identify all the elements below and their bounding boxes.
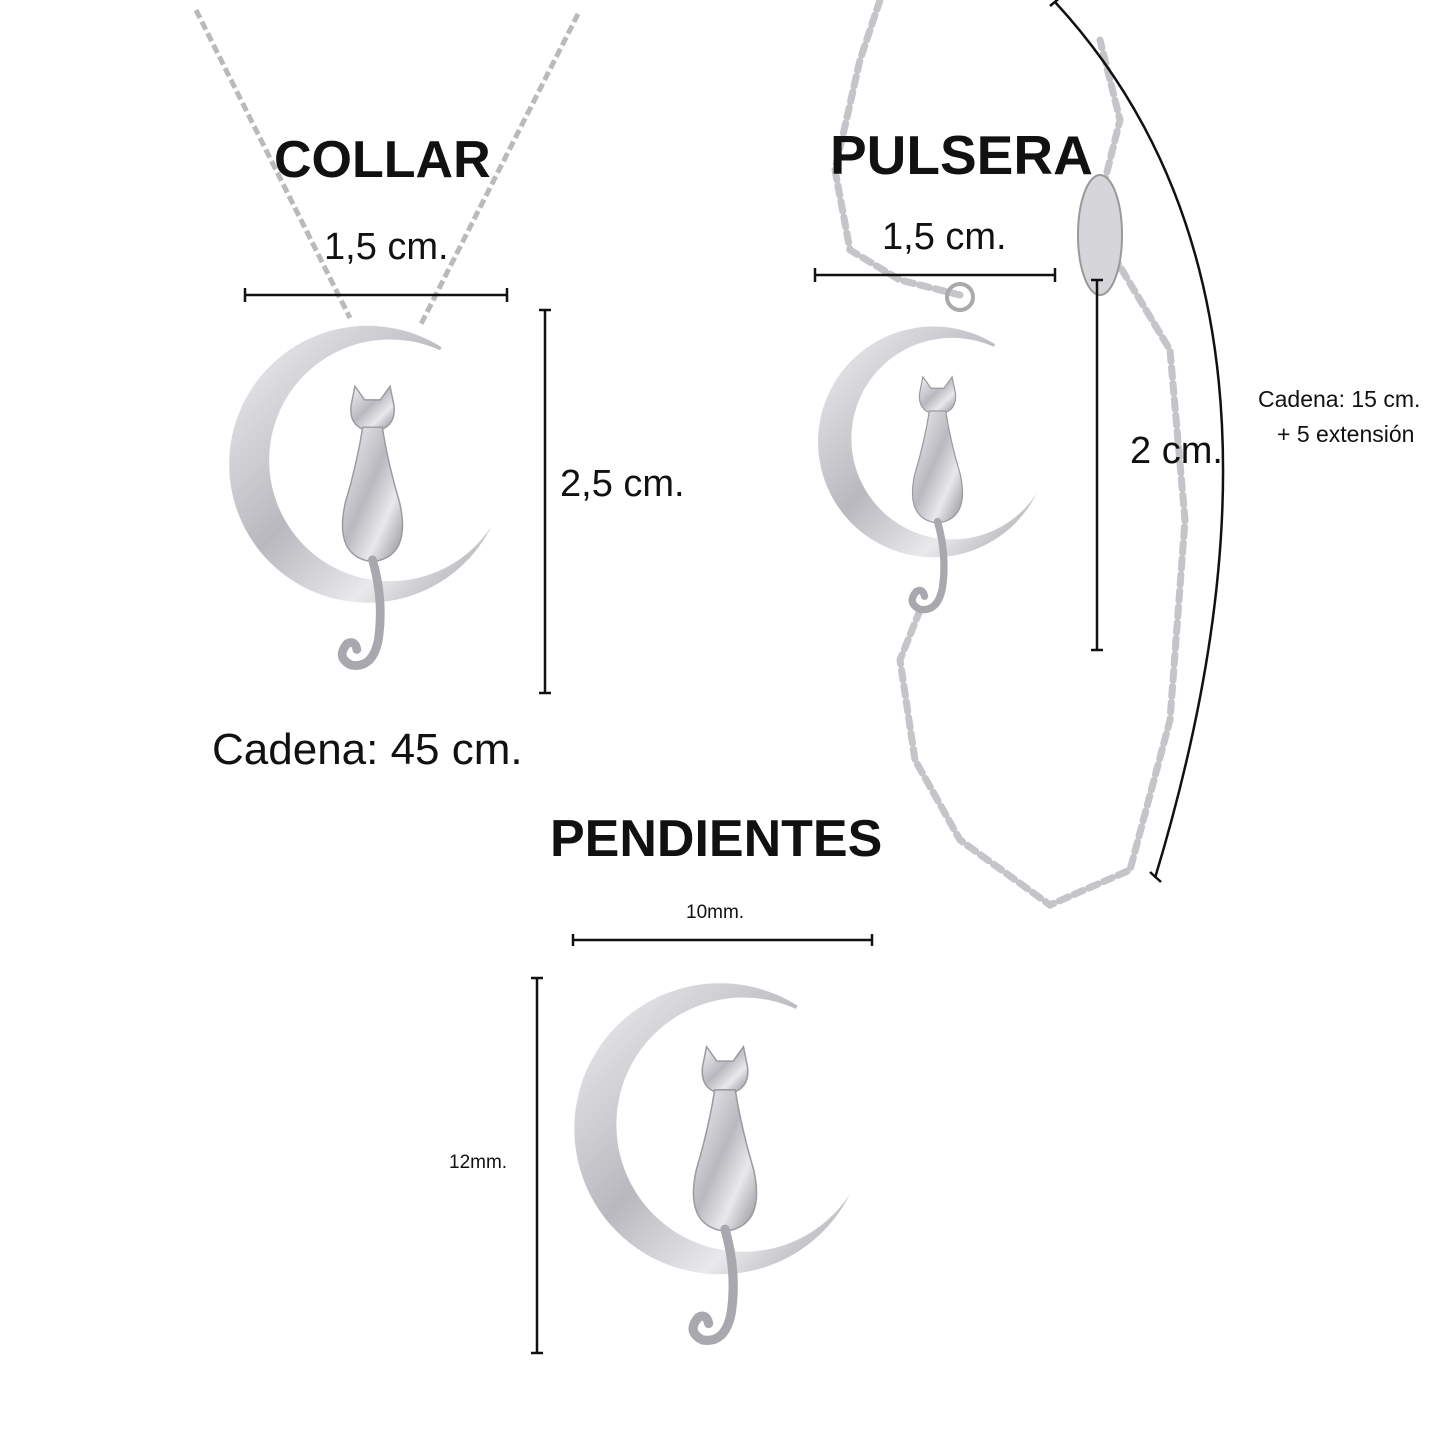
earring-image bbox=[571, 975, 879, 1340]
pulsera-chain-label: Cadena: 15 cm. bbox=[1258, 386, 1421, 412]
pulsera-height-label: 2 cm. bbox=[1130, 430, 1223, 472]
pulsera-width-label: 1,5 cm. bbox=[882, 216, 1007, 258]
pendientes-title: PENDIENTES bbox=[550, 810, 883, 868]
necklace-pendant bbox=[226, 318, 519, 666]
bracelet-clasp bbox=[1077, 174, 1123, 296]
collar-width-label: 1,5 cm. bbox=[324, 226, 449, 268]
pendientes-width-label: 10mm. bbox=[686, 902, 745, 923]
pendientes-height-label: 12mm. bbox=[449, 1152, 508, 1173]
necklace-chain bbox=[193, 8, 581, 328]
bracelet-pendant bbox=[816, 320, 1060, 610]
collar-height-label: 2,5 cm. bbox=[560, 463, 685, 505]
collar-chain-label: Cadena: 45 cm. bbox=[212, 725, 523, 774]
pulsera-title: PULSERA bbox=[830, 124, 1093, 186]
pulsera-extension-label: + 5 extensión bbox=[1277, 421, 1415, 447]
collar-title: COLLAR bbox=[274, 131, 491, 189]
measurement-lines bbox=[243, 0, 1225, 1355]
